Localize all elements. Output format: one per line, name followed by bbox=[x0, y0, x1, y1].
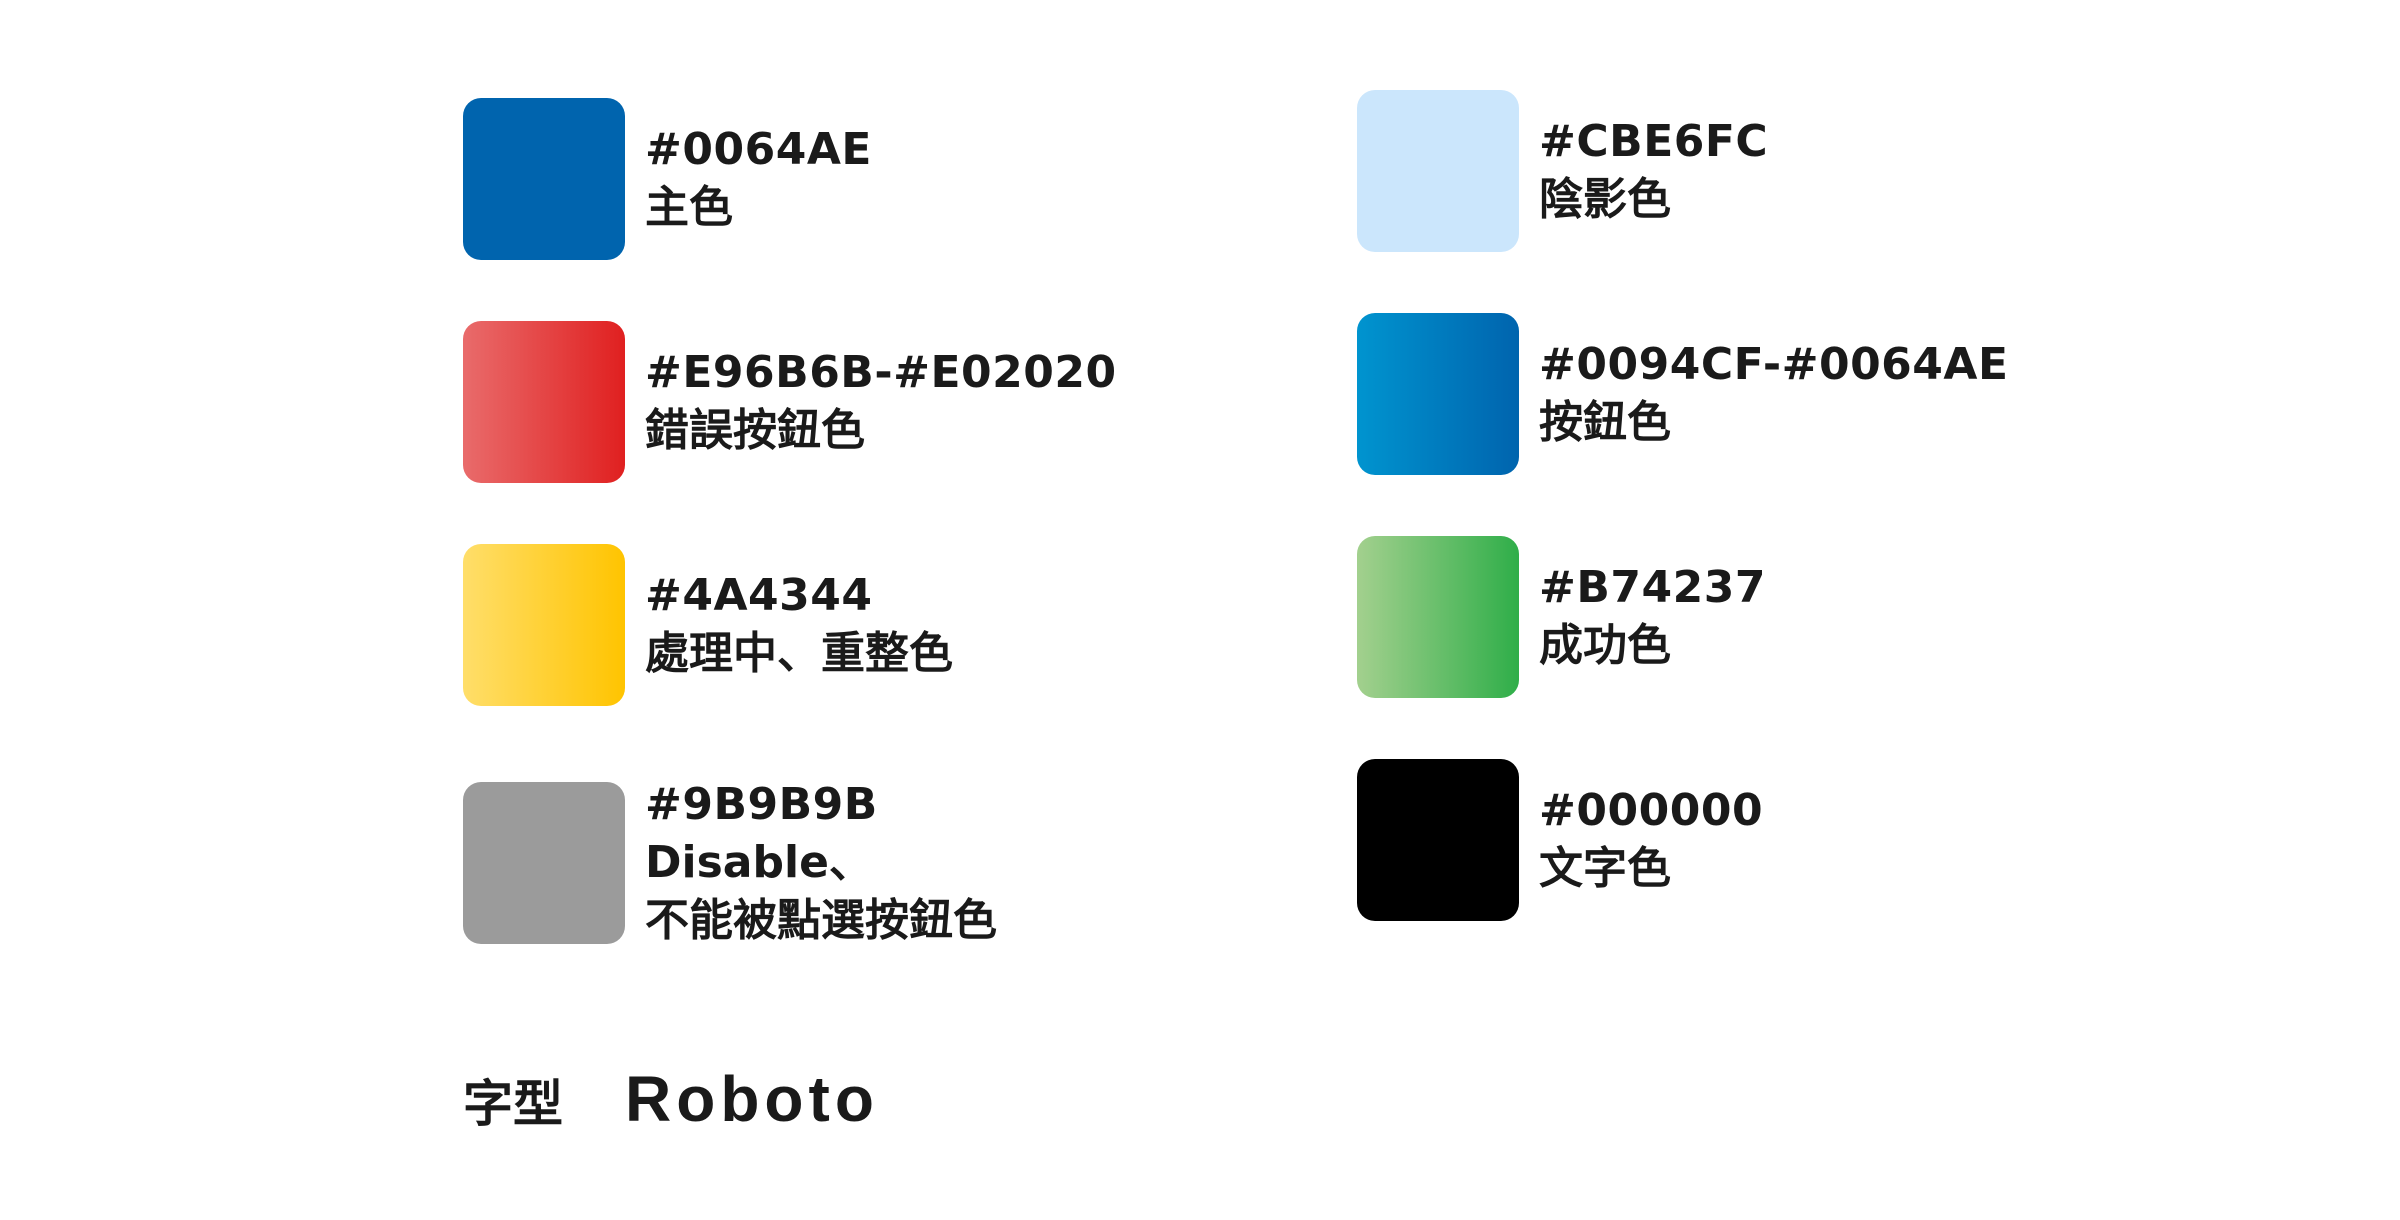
color-hex: #0064AE bbox=[645, 123, 872, 175]
font-section: 字型 Roboto bbox=[463, 1062, 879, 1136]
font-label: 字型 bbox=[463, 1075, 563, 1133]
color-hex: #0094CF-#0064AE bbox=[1539, 338, 2009, 390]
color-swatch-shadow bbox=[1357, 90, 1519, 252]
color-hex: #B74237 bbox=[1539, 561, 1766, 613]
color-name: Disable、 bbox=[645, 837, 873, 889]
color-hex: #000000 bbox=[1539, 784, 1764, 836]
color-item-error-button: #E96B6B-#E02020 錯誤按鈕色 bbox=[463, 321, 1117, 483]
color-name: 主色 bbox=[645, 182, 733, 233]
color-name: 成功色 bbox=[1539, 620, 1671, 671]
color-item-text: #000000 文字色 bbox=[1357, 759, 1763, 921]
color-item-disabled: #9B9B9B Disable、 不能被點選按鈕色 bbox=[463, 776, 997, 950]
color-swatch-success bbox=[1357, 536, 1519, 698]
color-swatch-text bbox=[1357, 759, 1519, 921]
color-item-shadow: #CBE6FC 陰影色 bbox=[1357, 90, 1768, 252]
color-item-primary: #0064AE 主色 bbox=[463, 98, 872, 260]
color-item-button: #0094CF-#0064AE 按鈕色 bbox=[1357, 313, 2009, 475]
color-hex: #4A4344 bbox=[645, 569, 873, 621]
color-swatch-processing bbox=[463, 544, 625, 706]
color-hex: #CBE6FC bbox=[1539, 115, 1769, 167]
color-swatch-error-button bbox=[463, 321, 625, 483]
color-name: 陰影色 bbox=[1539, 174, 1671, 225]
color-item-processing: #4A4344 處理中、重整色 bbox=[463, 544, 953, 706]
color-swatch-button bbox=[1357, 313, 1519, 475]
color-swatch-primary bbox=[463, 98, 625, 260]
color-item-success: #B74237 成功色 bbox=[1357, 536, 1766, 698]
color-name: 按鈕色 bbox=[1539, 397, 1671, 448]
font-value: Roboto bbox=[625, 1063, 879, 1135]
color-name-line2: 不能被點選按鈕色 bbox=[645, 895, 997, 947]
color-name: 文字色 bbox=[1539, 843, 1671, 894]
color-hex: #E96B6B-#E02020 bbox=[645, 346, 1117, 398]
color-swatch-disabled bbox=[463, 782, 625, 945]
color-name: 錯誤按鈕色 bbox=[645, 405, 865, 456]
color-hex: #9B9B9B bbox=[645, 779, 878, 830]
color-name: 處理中、重整色 bbox=[645, 628, 953, 679]
